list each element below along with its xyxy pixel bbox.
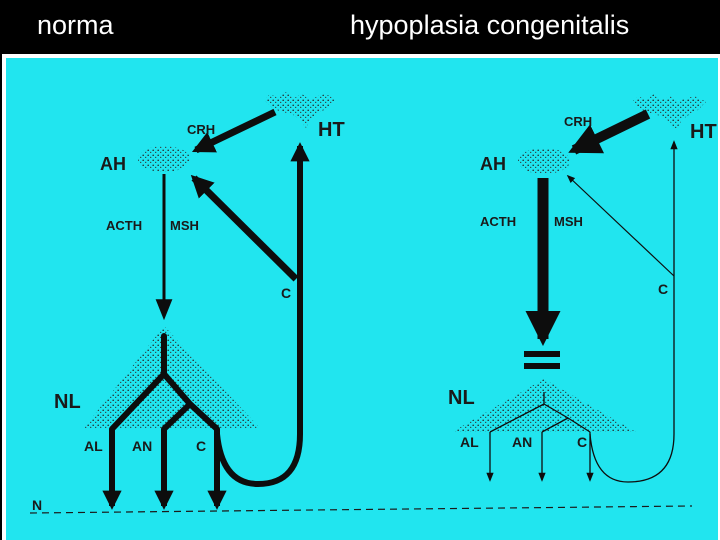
left-label-n: N	[32, 497, 42, 513]
diagram-canvas: HT CRH AH ACTH MSH C NL AL AN C N	[6, 58, 718, 540]
diagram-panel: HT CRH AH ACTH MSH C NL AL AN C N	[2, 54, 720, 540]
right-block-bar-bottom	[524, 363, 560, 369]
left-diagram: HT CRH AH ACTH MSH C NL AL AN C N	[32, 92, 345, 513]
right-diagram: HT CRH AH ACTH MSH C NL AL AN C	[448, 94, 717, 483]
right-loop-arrow	[589, 140, 678, 483]
baseline-dashed	[29, 505, 693, 514]
right-label-nl: NL	[448, 387, 475, 409]
left-hypothalamus	[264, 92, 336, 128]
right-adenohypophysis	[518, 148, 570, 174]
left-label-ht: HT	[318, 119, 345, 141]
right-crh-arrow	[568, 109, 651, 155]
right-label-msh: MSH	[554, 214, 583, 229]
right-label-crh: CRH	[564, 114, 592, 129]
left-label-c: C	[196, 438, 206, 454]
left-title: norma	[37, 10, 114, 40]
right-feedback-arrow	[566, 174, 675, 277]
right-neural-lobe	[452, 379, 636, 432]
left-label-msh: MSH	[170, 218, 199, 233]
left-feedback-arrow	[190, 174, 299, 282]
left-loop-arrow	[214, 142, 310, 488]
right-label-an: AN	[512, 434, 532, 450]
right-block-bar-top	[524, 351, 560, 357]
right-label-ah: AH	[480, 154, 506, 174]
right-label-c-feedback: C	[658, 281, 668, 297]
left-crh-arrow	[191, 108, 277, 154]
left-label-crh: CRH	[187, 122, 215, 137]
left-label-an: AN	[132, 438, 152, 454]
right-hypothalamus	[632, 94, 706, 130]
left-adenohypophysis	[138, 146, 190, 172]
left-neural-lobe	[84, 326, 260, 428]
left-label-al: AL	[84, 438, 103, 454]
right-label-c: C	[577, 434, 587, 450]
right-label-al: AL	[460, 434, 479, 450]
left-label-nl: NL	[54, 391, 81, 413]
right-label-ht: HT	[690, 121, 717, 143]
left-label-ah: AH	[100, 154, 126, 174]
right-label-acth: ACTH	[480, 214, 516, 229]
right-nl-tree	[489, 392, 591, 433]
left-label-acth: ACTH	[106, 218, 142, 233]
left-label-c-feedback: C	[281, 285, 291, 301]
right-title: hypoplasia congenitalis	[350, 10, 630, 40]
left-nl-tree	[109, 333, 220, 432]
